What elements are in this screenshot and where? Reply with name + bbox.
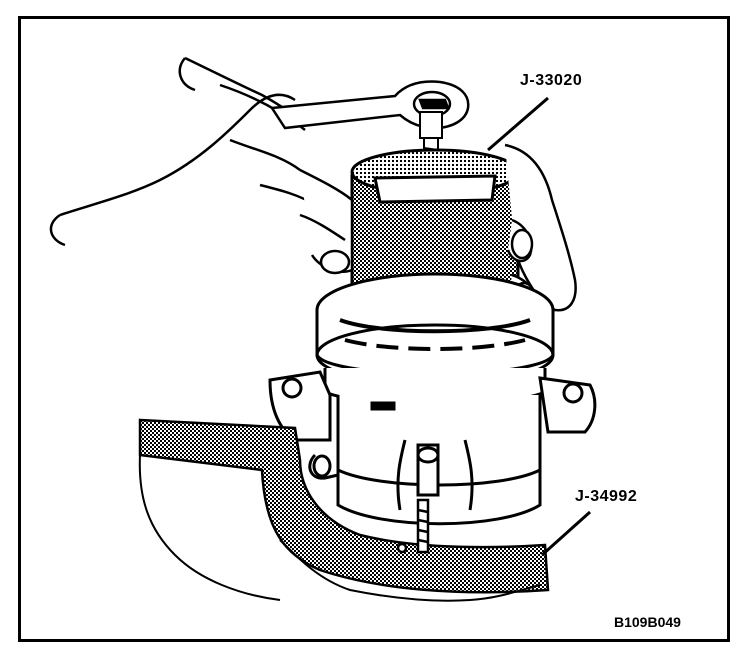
left-hand-outline xyxy=(49,56,316,247)
compressor-body xyxy=(268,370,597,526)
left-hand-fingers xyxy=(299,168,354,275)
figure-id: B109B049 xyxy=(614,614,681,630)
mounting-outline xyxy=(138,454,541,602)
clutch-pulley xyxy=(315,272,555,406)
callout-leaders xyxy=(487,96,592,557)
callout-j33020: J-33020 xyxy=(520,72,583,89)
callout-j34992: J-34992 xyxy=(575,488,638,505)
